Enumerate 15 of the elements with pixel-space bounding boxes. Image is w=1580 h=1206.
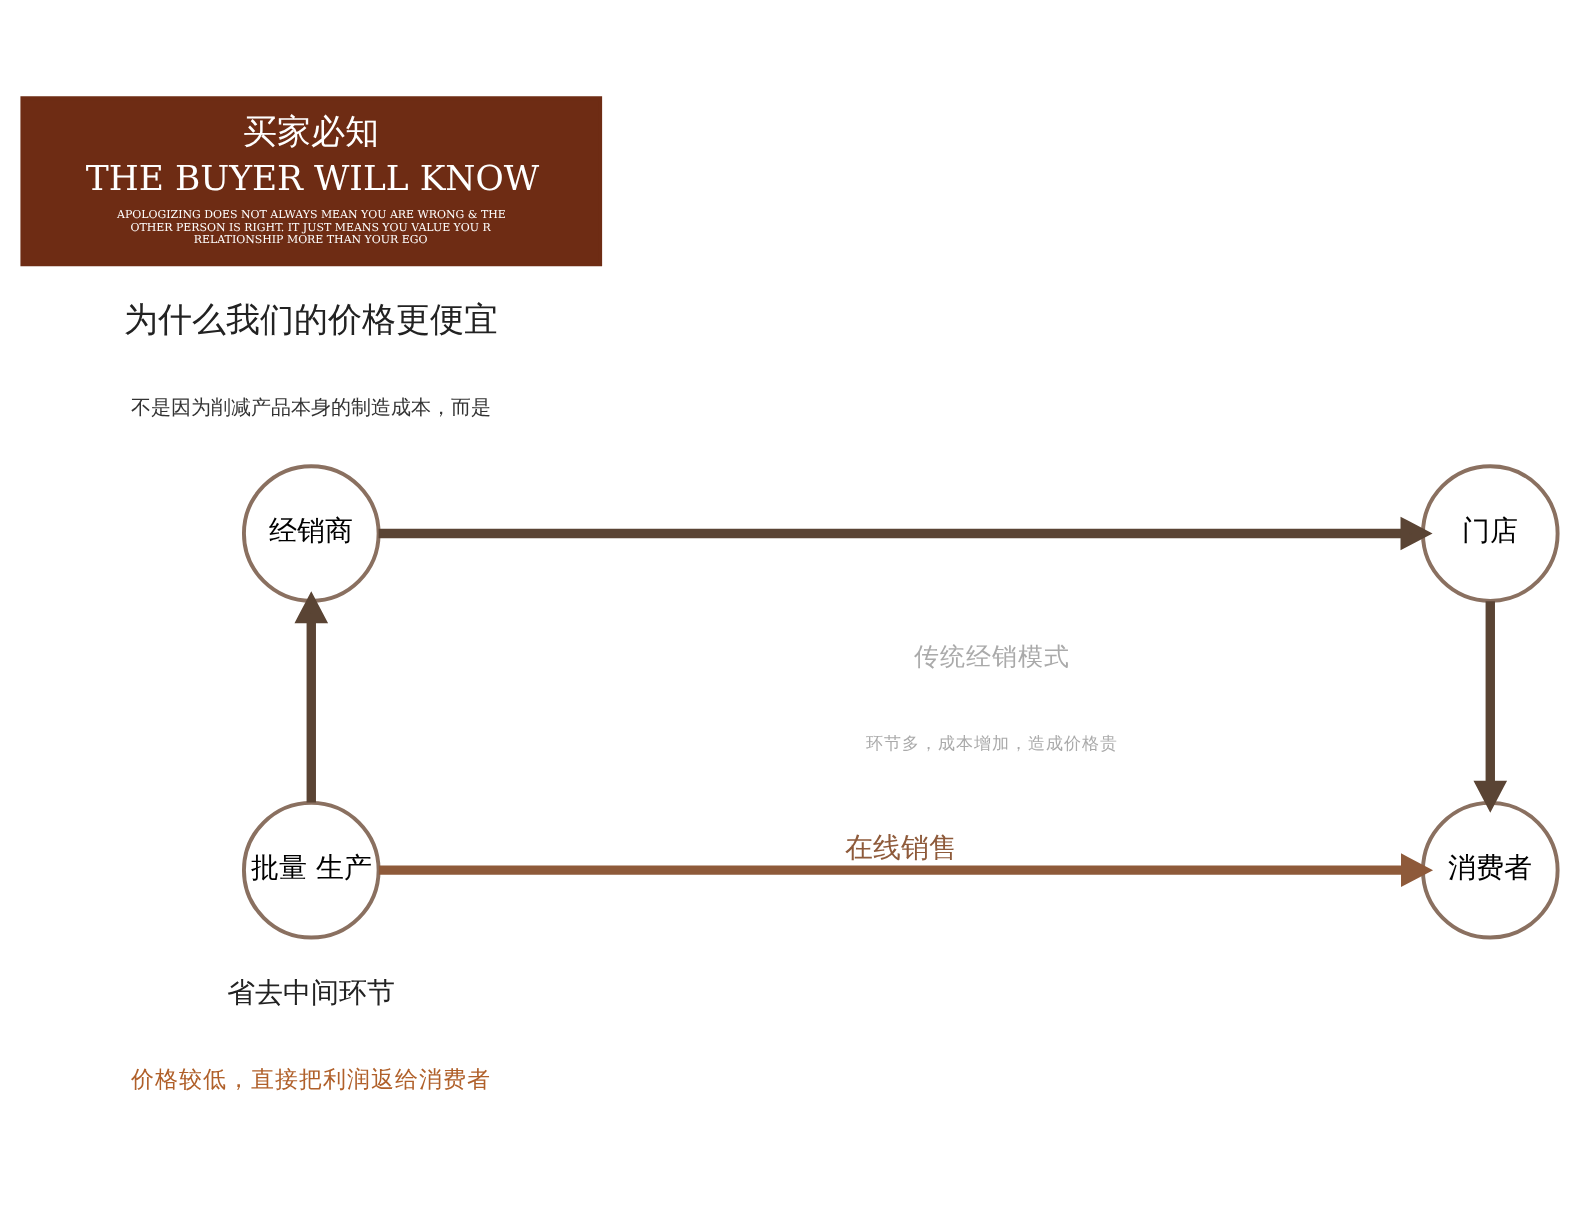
node-circle: 消费者: [1421, 799, 1560, 939]
node-circle: 批量 生产: [242, 799, 381, 939]
label: 不是因为削减产品本身的制造成本，而是: [131, 396, 492, 419]
label: 环节多，成本增加，造成价格贵: [866, 734, 1119, 755]
label: 传统经销模式: [914, 639, 1071, 670]
arrow: [294, 590, 329, 802]
arrow: [1473, 600, 1508, 812]
label: 省去中间环节: [227, 977, 396, 1010]
label: 价格较低，直接把利润返给消费者: [131, 1064, 492, 1093]
node-circle: 经销商: [242, 463, 381, 602]
arrow: [378, 515, 1433, 550]
arrow: [378, 852, 1434, 886]
label: 为什么我们的价格更便宜: [124, 299, 499, 340]
edge-label: 在线销售: [844, 831, 957, 864]
node-circle: 门店: [1421, 463, 1560, 602]
